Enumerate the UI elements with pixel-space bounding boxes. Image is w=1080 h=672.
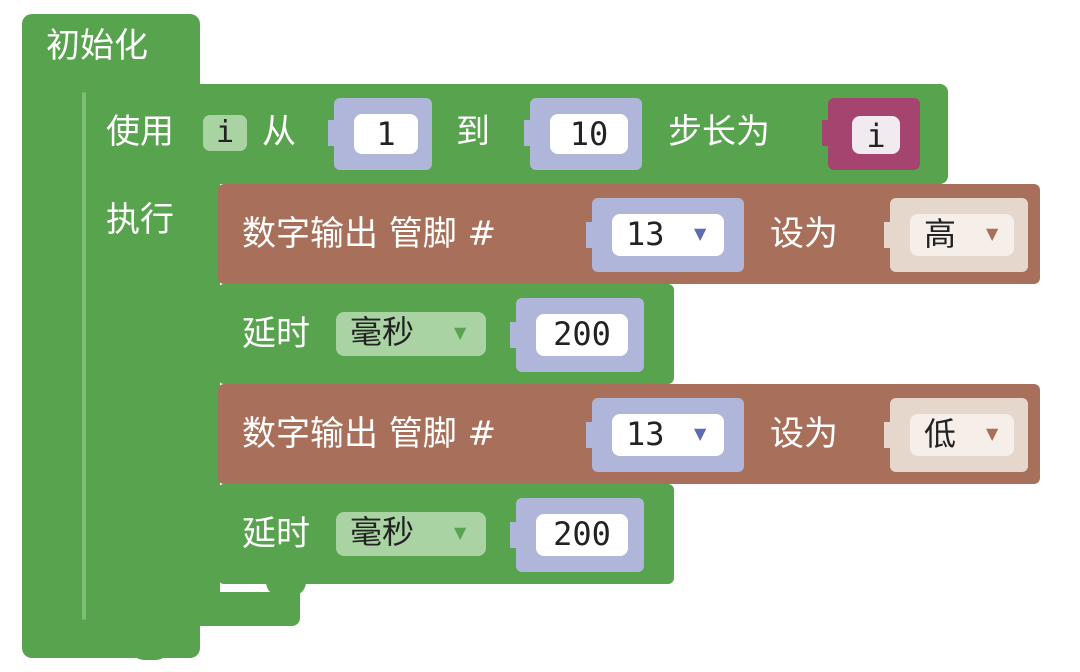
from-value-field[interactable]: 1 [354,114,418,154]
to-value-field[interactable]: 10 [550,114,628,154]
from-value-socket-tab [328,120,342,146]
delay-value-field-1[interactable]: 200 [536,314,628,356]
chevron-down-icon: ▼ [694,424,707,443]
for-step-label: 步长为 [668,112,770,152]
setup-block-bottom-notch [130,642,170,660]
pin-dropdown-value-2: 13 [626,415,665,453]
for-loop-spine [74,84,220,626]
for-to-label: 到 [456,112,490,152]
delay-unit-dropdown-2[interactable]: 毫秒 ▼ [336,512,486,556]
for-loop-bottom-arm [74,592,300,626]
for-loop-bottom-notch [126,614,166,634]
for-use-label: 使用 [106,112,174,152]
delay-unit-value-2: 毫秒 [350,513,415,551]
delay-label-2: 延时 [242,514,310,554]
delay-value-socket-tab-1 [510,322,524,348]
level-socket-tab-1 [884,222,898,248]
for-from-label: 从 [262,112,296,152]
pin-dropdown-value-1: 13 [626,215,665,253]
chevron-down-icon: ▼ [986,224,999,243]
level-dropdown-1[interactable]: 高 ▼ [910,214,1014,256]
delay-block-2-bottom-notch [266,578,306,596]
to-value-socket-tab [524,120,538,146]
set-to-label-1: 设为 [770,214,838,254]
level-socket-tab-2 [884,422,898,448]
delay-value-field-2[interactable]: 200 [536,514,628,556]
setup-block-label: 初始化 [46,26,148,66]
pin-socket-tab-1 [586,222,600,248]
for-do-label: 执行 [106,200,174,240]
level-dropdown-2[interactable]: 低 ▼ [910,414,1014,456]
delay-unit-dropdown-1[interactable]: 毫秒 ▼ [336,312,486,356]
pin-socket-tab-2 [586,422,600,448]
chevron-down-icon: ▼ [694,224,707,243]
delay-unit-value-1: 毫秒 [350,313,415,351]
level-dropdown-value-2: 低 [924,415,957,453]
delay-value-socket-tab-2 [510,522,524,548]
loop-variable-chip[interactable]: i [203,115,247,151]
chevron-down-icon: ▼ [454,323,467,342]
pin-dropdown-2[interactable]: 13 ▼ [612,414,724,456]
set-to-label-2: 设为 [770,414,838,454]
delay-label-1: 延时 [242,314,310,354]
digital-write-label-2: 数字输出 管脚 # [242,414,497,454]
level-dropdown-value-1: 高 [924,215,957,253]
pin-dropdown-1[interactable]: 13 ▼ [612,214,724,256]
for-loop-inner-edge [82,92,86,620]
step-variable-socket-tab [822,120,836,146]
chevron-down-icon: ▼ [986,424,999,443]
chevron-down-icon: ▼ [454,523,467,542]
digital-write-label-1: 数字输出 管脚 # [242,214,497,254]
step-variable-field[interactable]: i [852,116,900,155]
